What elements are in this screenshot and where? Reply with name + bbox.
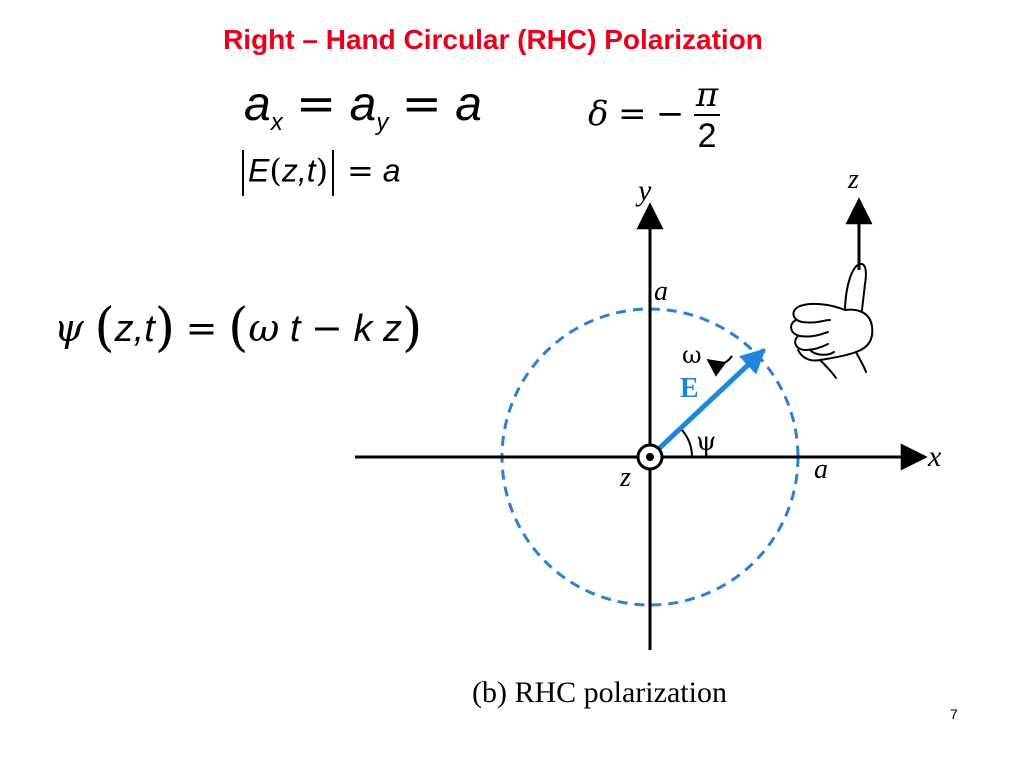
amplitude-equation: ax = ay = a [244, 76, 482, 137]
symbol-a: a [244, 78, 271, 131]
magnitude-equation: E(z,t) = a [238, 150, 400, 196]
subscript-y: y [376, 109, 389, 136]
symbol-a: a [382, 152, 401, 189]
minus-sign: − [311, 306, 343, 350]
angle-label: ψ [696, 427, 716, 457]
equals-sign: = [296, 76, 337, 132]
figure-caption: (b) RHC polarization [472, 676, 727, 709]
symbol-a: a [455, 78, 482, 131]
symbol-k: k [353, 308, 373, 350]
symbol-psi: ψ [54, 306, 84, 350]
symbol-E: E [248, 152, 270, 189]
e-vector [648, 348, 766, 459]
slide-title: Right – Hand Circular (RHC) Polarization [223, 24, 763, 55]
omega-arrow [706, 355, 733, 377]
page-number: 7 [950, 706, 958, 722]
equals-sign: = [346, 151, 374, 190]
equals-sign: = [401, 76, 442, 132]
symbol-a: a [349, 78, 377, 131]
vector-label: E [680, 373, 699, 404]
equals-sign: = [185, 306, 218, 350]
origin-label: z [619, 462, 631, 493]
symbol-z: z [383, 308, 403, 350]
right-hand-icon [790, 262, 874, 379]
x-axis-label: x [927, 440, 942, 473]
symbol-t: t [289, 308, 301, 350]
minus-sign: − [655, 93, 685, 134]
equals-sign: = [617, 93, 647, 134]
hand-z-label: z [847, 164, 859, 195]
args-zt: z,t [114, 308, 155, 350]
omega-label: ω [682, 341, 702, 369]
origin-dot [646, 453, 654, 461]
subscript-x: x [270, 109, 283, 136]
symbol-pi: π [693, 75, 721, 116]
angle-arc [681, 429, 693, 458]
abs-bar-left [242, 150, 244, 196]
fraction-pi-over-2: π 2 [693, 75, 721, 156]
symbol-delta: δ [588, 93, 609, 134]
symbol-omega: ω [248, 306, 280, 350]
amplitude-label-x: a [814, 454, 828, 485]
polarization-diagram: x y a a z E ω ψ z [355, 164, 942, 650]
abs-bar-right [332, 150, 335, 196]
phase-equation: δ = − π 2 [588, 75, 721, 156]
amplitude-label-y: a [654, 276, 668, 307]
denominator-2: 2 [697, 117, 717, 155]
args-zt: z,t [281, 152, 316, 189]
angle-equation: ψ (z,t) = (ω t − k z) [54, 298, 423, 358]
y-axis-label: y [635, 174, 652, 207]
